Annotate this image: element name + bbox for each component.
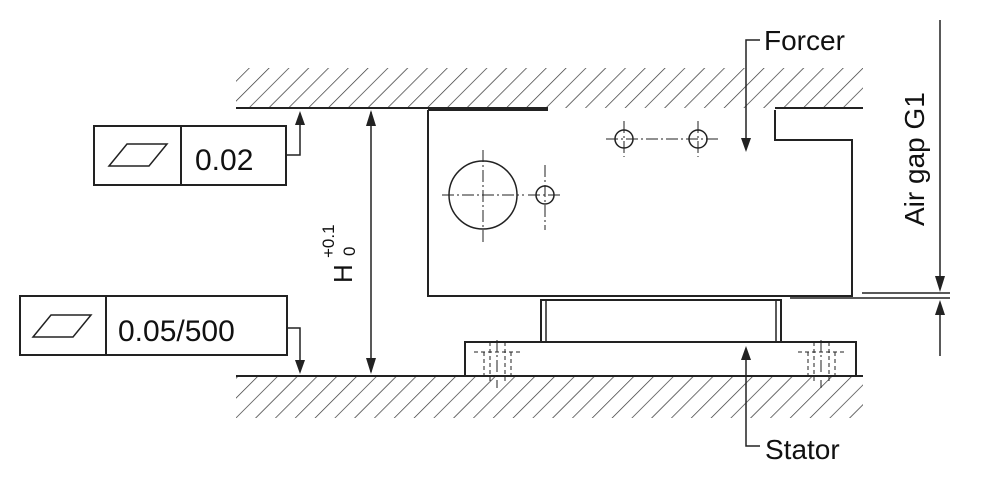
flatness-icon	[107, 143, 169, 167]
forcer-callout: Forcer	[741, 25, 845, 152]
air-gap-label: Air gap G1	[899, 92, 930, 226]
height-label: H	[328, 264, 358, 283]
lower-tolerance-value: 0.05/500	[118, 315, 235, 348]
forcer-label: Forcer	[764, 25, 845, 56]
flatness-icon	[31, 314, 93, 338]
stator-screw-right	[798, 340, 845, 388]
height-dimension: H +0.1 0	[319, 110, 376, 374]
stator-body	[464, 299, 857, 388]
upper-tolerance-value: 0.02	[195, 144, 253, 177]
air-gap-dimension: Air gap G1	[899, 20, 945, 356]
height-tolerance-upper: +0.1	[319, 224, 338, 258]
upper-flatness-frame: 0.02	[93, 111, 305, 186]
stator-screw-left	[474, 340, 521, 388]
bottom-mounting-surface	[236, 375, 863, 418]
stator-label: Stator	[765, 434, 840, 465]
lower-flatness-frame: 0.05/500	[19, 295, 305, 374]
height-tolerance-lower: 0	[340, 247, 359, 256]
forcer-body	[427, 109, 950, 299]
top-mounting-surface	[236, 68, 863, 109]
stator-callout: Stator	[741, 346, 840, 465]
